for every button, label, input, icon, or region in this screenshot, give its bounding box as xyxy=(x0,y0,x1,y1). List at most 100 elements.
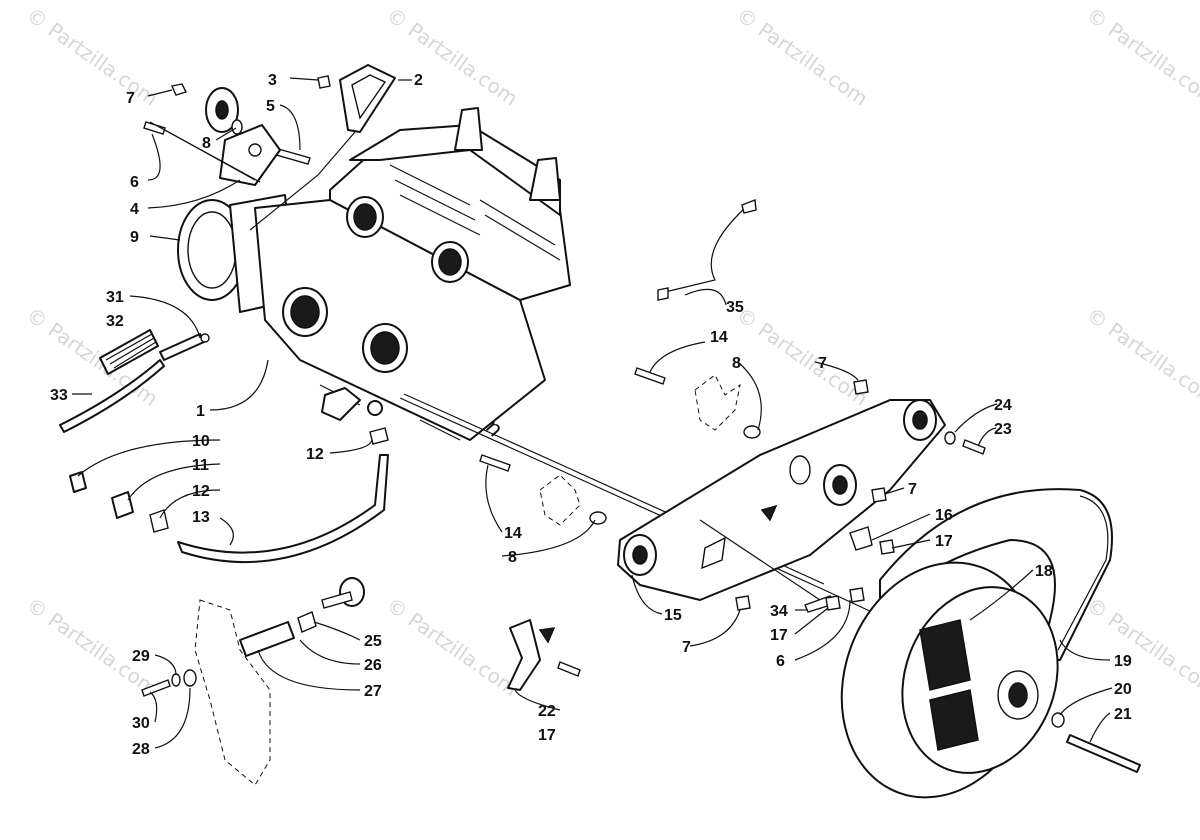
spring-hose xyxy=(59,329,210,433)
spark-plug-cap-2 xyxy=(529,157,561,201)
spark-plug-cap-1 xyxy=(454,107,483,151)
recoil-starter-inner xyxy=(187,211,237,289)
clutch-bolt xyxy=(1066,734,1141,773)
callout-7: 7 xyxy=(818,355,827,372)
bolt xyxy=(634,367,666,385)
callout-12: 12 xyxy=(306,446,324,463)
callout-numbers: 2 3 5 7 8 6 4 9 31 32 33 1 10 11 12 13 1… xyxy=(50,72,1132,758)
callout-11: 11 xyxy=(192,457,209,474)
engine-mount-fitting xyxy=(321,387,361,421)
plate-hole xyxy=(789,455,811,485)
hose xyxy=(59,359,165,433)
fuel-fitting xyxy=(69,471,87,493)
callout-17: 17 xyxy=(770,627,788,644)
callout-26: 26 xyxy=(364,657,382,674)
water-fitting xyxy=(367,400,383,416)
nut xyxy=(853,379,869,395)
callout-24: 24 xyxy=(994,397,1012,414)
fuel-valve xyxy=(111,491,134,519)
spring xyxy=(99,329,159,375)
bolt xyxy=(557,661,581,677)
watermark: © Partzilla.com xyxy=(382,2,522,110)
dashed-gasket xyxy=(694,374,741,431)
callout-16: 16 xyxy=(935,507,953,524)
callout-8: 8 xyxy=(732,355,741,372)
rod xyxy=(699,519,821,601)
ground-wire xyxy=(664,207,746,293)
watermark: © Partzilla.com xyxy=(1082,2,1200,110)
callout-3: 3 xyxy=(268,72,277,89)
washer xyxy=(231,119,243,135)
nut xyxy=(871,487,887,503)
mount-stud xyxy=(321,591,353,609)
callout-34: 34 xyxy=(770,603,788,620)
dashed-gasket xyxy=(539,474,581,526)
nut xyxy=(735,595,751,611)
intake-port-2-inner xyxy=(370,331,400,365)
chassis-outline xyxy=(194,599,271,786)
wire-terminal xyxy=(741,199,757,214)
callout-31: 31 xyxy=(106,289,124,306)
small-bracket xyxy=(507,619,581,691)
callout-32: 32 xyxy=(106,313,124,330)
torque-damper-hub xyxy=(912,410,928,430)
washer xyxy=(944,431,956,445)
exhaust-port-2-inner xyxy=(438,248,462,276)
callout-4: 4 xyxy=(130,201,139,218)
callout-18: 18 xyxy=(1035,563,1053,580)
clip xyxy=(317,75,331,89)
callout-17: 17 xyxy=(935,533,953,550)
lock-washer xyxy=(171,673,181,687)
callout-6: 6 xyxy=(776,653,785,670)
watermark: © Partzilla.com xyxy=(22,302,162,410)
callout-27: 27 xyxy=(364,683,382,700)
bolt xyxy=(879,539,895,555)
callout-35: 35 xyxy=(726,299,744,316)
callout-7: 7 xyxy=(682,639,691,656)
callout-28: 28 xyxy=(132,741,150,758)
nut xyxy=(171,83,187,96)
starter-handle-grip xyxy=(351,74,387,120)
bolt xyxy=(143,121,166,135)
clutch-weight xyxy=(929,689,979,751)
callout-12: 12 xyxy=(192,483,210,500)
plate-slot xyxy=(701,536,726,570)
callout-21: 21 xyxy=(1114,706,1132,723)
callout-17: 17 xyxy=(538,727,556,744)
watermark: © Partzilla.com xyxy=(22,2,162,110)
arrow-marker xyxy=(538,627,556,644)
washer xyxy=(183,669,197,687)
bolt xyxy=(962,439,986,455)
callout-9: 9 xyxy=(130,229,139,246)
bolt xyxy=(141,679,171,697)
callout-19: 19 xyxy=(1114,653,1132,670)
callout-5: 5 xyxy=(266,98,275,115)
fuel-line xyxy=(69,427,389,563)
clutch-bore xyxy=(1008,682,1028,708)
bolt xyxy=(849,587,865,603)
callout-15: 15 xyxy=(664,607,682,624)
leader-lines xyxy=(72,77,1113,749)
torque-damper-hub xyxy=(632,545,648,565)
callout-8: 8 xyxy=(202,135,211,152)
bolt xyxy=(479,454,511,472)
fitting xyxy=(200,333,210,343)
watermark: © Partzilla.com xyxy=(382,592,522,700)
washer xyxy=(1051,712,1065,728)
gear-wheel-hub xyxy=(215,100,229,120)
callout-2: 2 xyxy=(414,72,423,89)
watermark: © Partzilla.com xyxy=(1082,302,1200,410)
engine-assembly xyxy=(177,107,571,441)
engine-mount-plate xyxy=(617,399,946,601)
callout-23: 23 xyxy=(994,421,1012,438)
hose-clamp xyxy=(149,509,169,533)
starter-rope xyxy=(249,131,356,231)
nut xyxy=(297,611,317,633)
callout-20: 20 xyxy=(1114,681,1132,698)
bracket xyxy=(849,526,873,551)
wire-terminal xyxy=(657,287,669,301)
callout-1: 1 xyxy=(196,403,205,420)
clutch-weight xyxy=(919,619,971,691)
belt-teeth-edge xyxy=(1057,495,1109,651)
